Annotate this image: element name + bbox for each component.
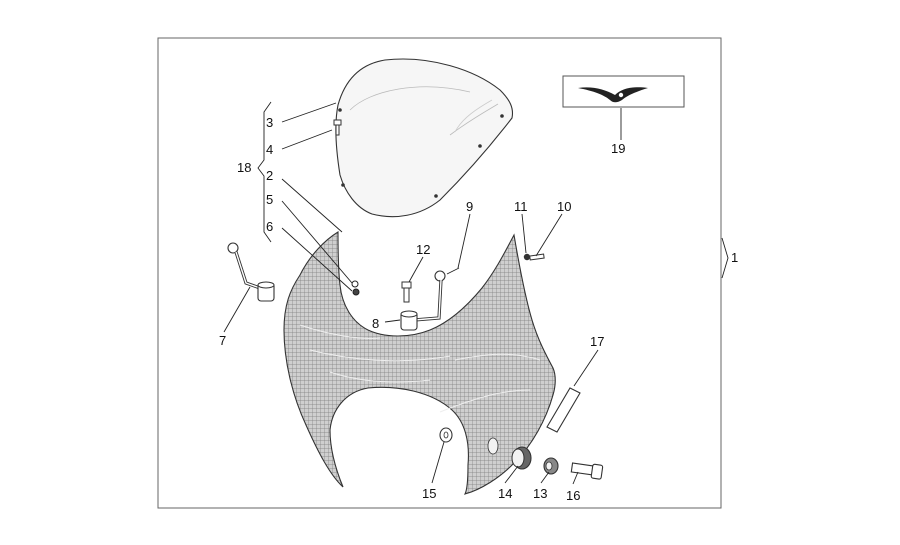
callout-14: 14 [498,486,512,501]
trim-part-17 [546,387,581,433]
callout-7: 7 [219,333,226,348]
callout-12: 12 [416,242,430,257]
nut-parts-2-5-6 [351,280,360,296]
callout-16: 16 [566,488,580,503]
brace-parts-18 [257,101,272,243]
callout-17: 17 [590,334,604,349]
brace-part-1 [721,237,729,279]
callout-19: 19 [611,141,625,156]
windscreen [335,58,514,218]
fairing-body [283,231,556,495]
grommet-part-14 [511,446,532,470]
callout-6: 6 [266,219,273,234]
leader-lines [223,102,622,485]
callout-1: 1 [731,250,738,265]
spacer-part-8 [400,310,418,331]
bracket-part-7 [227,242,275,302]
bracket-part-9 [413,270,446,322]
callout-15: 15 [422,486,436,501]
nut-part-11 [523,253,531,261]
logo-badge-part-19 [562,75,685,108]
callout-2: 2 [266,168,273,183]
washer-part-13 [543,457,559,475]
callout-13: 13 [533,486,547,501]
eagle-logo-icon [578,87,648,103]
diagram-frame [157,37,722,509]
washer-part-15 [439,427,453,443]
screw-part-12 [401,281,412,303]
callout-5: 5 [266,192,273,207]
callout-9: 9 [466,199,473,214]
screw-part-4 [333,119,342,136]
callout-8: 8 [372,316,379,331]
callout-3: 3 [266,115,273,130]
bolt-part-16 [570,462,604,480]
callout-11: 11 [514,199,528,214]
callout-10: 10 [557,199,571,214]
callout-4: 4 [266,142,273,157]
callout-18: 18 [237,160,251,175]
